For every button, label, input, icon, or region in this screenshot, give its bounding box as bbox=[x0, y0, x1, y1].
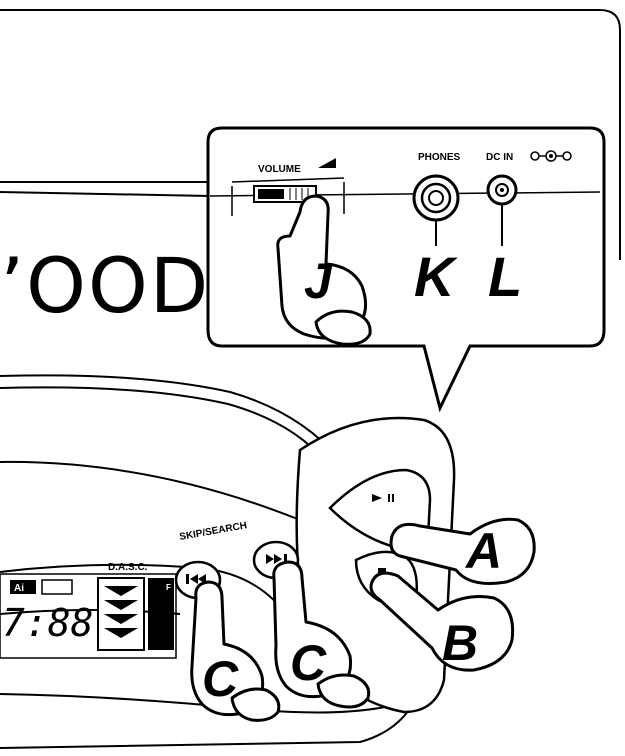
dcin-label: DC IN bbox=[486, 152, 513, 163]
lcd-display: D.A.S.C. Ai 7:88 F bbox=[0, 562, 176, 658]
lcd-f-label: F bbox=[166, 583, 171, 592]
display-time: 7:88 bbox=[2, 601, 94, 645]
phones-label: PHONES bbox=[418, 152, 461, 163]
mode-segment bbox=[42, 580, 72, 594]
eq-bars bbox=[98, 578, 144, 650]
label-a: A bbox=[464, 523, 502, 579]
ai-text: Ai bbox=[14, 583, 24, 594]
brand-text: ’OOD bbox=[0, 241, 210, 330]
label-c-left: C bbox=[202, 651, 239, 707]
label-l: L bbox=[488, 245, 522, 308]
device-side-line-2 bbox=[0, 192, 210, 196]
dc-in-jack[interactable] bbox=[488, 176, 516, 204]
label-k: K bbox=[414, 245, 458, 308]
label-b: B bbox=[442, 615, 478, 671]
label-c-right: C bbox=[290, 635, 327, 691]
volume-label: VOLUME bbox=[258, 164, 301, 175]
label-j: J bbox=[304, 253, 333, 309]
dasc-label: D.A.S.C. bbox=[108, 562, 148, 573]
phones-jack[interactable] bbox=[414, 176, 458, 220]
skip-search-label: SKIP/SEARCH bbox=[179, 520, 248, 543]
